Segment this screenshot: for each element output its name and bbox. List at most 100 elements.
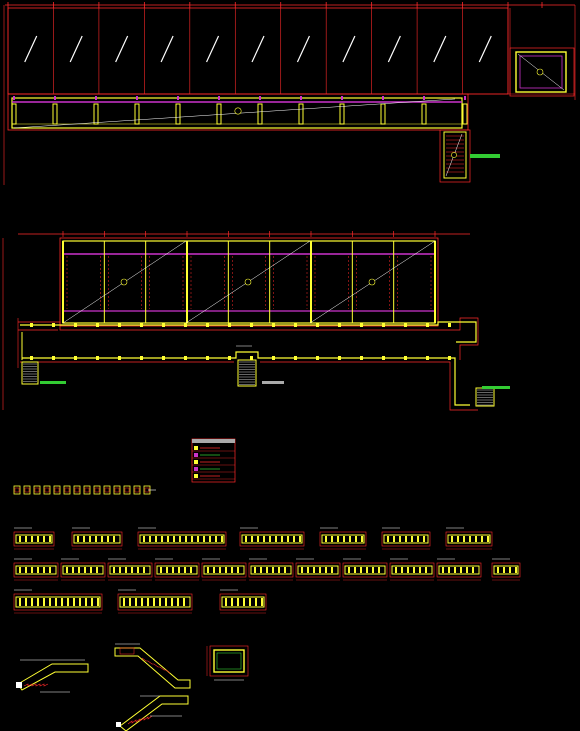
strip-post [78, 567, 80, 573]
detail-inner [114, 487, 120, 493]
strip-post [161, 536, 163, 542]
strip-body [493, 565, 519, 575]
column [52, 103, 58, 125]
strip-post [67, 598, 69, 606]
strip-post [423, 536, 425, 542]
strip-post [55, 598, 57, 606]
strip-post [43, 536, 45, 542]
corridor-column [118, 356, 121, 360]
bay-diagonal [478, 35, 492, 63]
legend-swatch [194, 474, 198, 478]
detail-item [133, 485, 141, 495]
strip-body [344, 565, 386, 575]
strip-post [31, 598, 33, 606]
bay-diagonal [24, 35, 38, 63]
column-cap [54, 96, 56, 100]
strip-post [460, 567, 462, 573]
detail-inner [44, 487, 50, 493]
strip-post [37, 536, 39, 542]
strip-post [281, 536, 283, 542]
strip-post [49, 567, 51, 573]
strip-post [159, 598, 161, 606]
column [421, 103, 427, 125]
corridor-column [118, 323, 121, 327]
strip-post [143, 536, 145, 542]
column [380, 103, 386, 125]
column-cap [177, 96, 179, 100]
strip-post [91, 598, 93, 606]
corridor-column [294, 356, 297, 360]
strip-post [457, 536, 459, 542]
strip-post [469, 536, 471, 542]
strip-body [383, 534, 429, 544]
strip-post [243, 598, 245, 606]
strip-post [147, 598, 149, 606]
stair-left [21, 361, 39, 385]
detail-inner [64, 487, 70, 493]
top-plan-columns [11, 96, 468, 125]
strip-post [179, 536, 181, 542]
strip-body [250, 565, 292, 575]
strip-body [321, 534, 365, 544]
strip-post [19, 567, 21, 573]
corridor-column [360, 323, 363, 327]
strip-post [66, 567, 68, 573]
section-strips-row-2 [13, 558, 521, 581]
strip-frame [107, 562, 153, 578]
strip-frame [295, 562, 341, 578]
strip-post [411, 536, 413, 542]
strip-post [417, 536, 419, 542]
strip-post [372, 567, 374, 573]
strip-post [131, 567, 133, 573]
strip-post [213, 567, 215, 573]
strip-post [348, 567, 350, 573]
stair-centre [237, 359, 257, 387]
detail-inner [134, 487, 140, 493]
strip-post [231, 598, 233, 606]
strip-post [49, 536, 51, 542]
strip-post [225, 598, 227, 606]
strip-post [448, 567, 450, 573]
strip-post [160, 567, 162, 573]
detail-inner [14, 487, 20, 493]
strip-post [155, 536, 157, 542]
corridor-column [448, 356, 451, 360]
strip-frame [13, 531, 55, 547]
strip-post [209, 536, 211, 542]
strip-frame [389, 562, 435, 578]
strip-post [401, 567, 403, 573]
column [216, 103, 222, 125]
strip-post [255, 598, 257, 606]
strip-post [31, 536, 33, 542]
strip-post [43, 598, 45, 606]
strip-post [509, 567, 511, 573]
detail-inner [124, 487, 130, 493]
strip-post [73, 598, 75, 606]
strip-post [257, 536, 259, 542]
corridor-column [448, 323, 451, 327]
grid-bubble-c [368, 278, 376, 286]
strip-body [109, 565, 151, 575]
strip-post [451, 536, 453, 542]
column [93, 103, 99, 125]
strip-frame [13, 562, 59, 578]
detail-item [103, 485, 111, 495]
strip-frame [248, 562, 294, 578]
strip-post [266, 567, 268, 573]
strip-post [19, 536, 21, 542]
strip-post [137, 567, 139, 573]
strip-post [190, 567, 192, 573]
strip-frame [239, 531, 305, 547]
strip-post [331, 536, 333, 542]
strip-post [191, 536, 193, 542]
strip-post [251, 536, 253, 542]
strip-post [278, 567, 280, 573]
strip-post [90, 567, 92, 573]
strip-post [313, 567, 315, 573]
strip-post [275, 536, 277, 542]
corridor-column [184, 323, 187, 327]
strip-frame [445, 531, 493, 547]
strip-post [407, 567, 409, 573]
corridor-column [228, 323, 231, 327]
